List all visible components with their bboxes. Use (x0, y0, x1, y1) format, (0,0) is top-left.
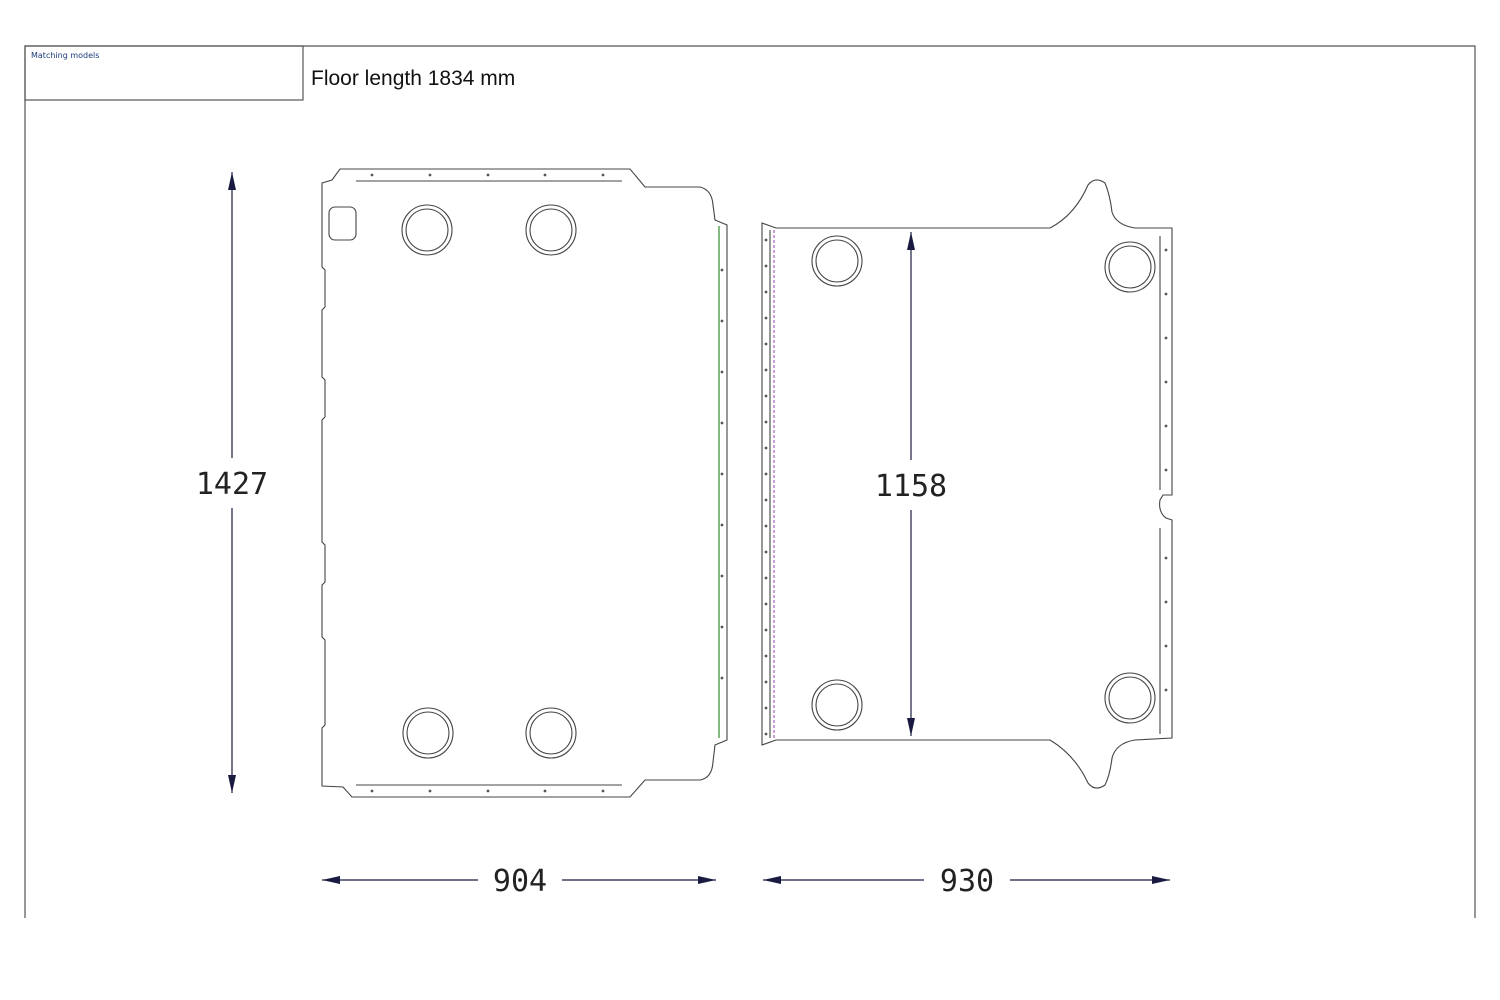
rivet-dot (370, 173, 374, 177)
rivet-dot (720, 421, 724, 425)
rivet-dot (764, 550, 768, 554)
hole (811, 679, 863, 731)
rivet-dot (764, 394, 768, 398)
matching-models-box (24, 45, 304, 101)
dimension-label-1427: 1427 (196, 467, 268, 502)
hole (1104, 241, 1156, 293)
hole-inner (529, 208, 573, 252)
rivet-dot (720, 370, 724, 374)
right-panel-outline (761, 179, 1173, 789)
arrow-left (322, 876, 340, 884)
rivet-dot (764, 576, 768, 580)
rivet-dot (370, 789, 374, 793)
rivet-dot (720, 472, 724, 476)
rivet-dot (1164, 292, 1168, 296)
hole-inner (1108, 245, 1152, 289)
rivet-dot (764, 654, 768, 658)
arrow-up (907, 232, 915, 250)
rivet-dot (720, 676, 724, 680)
dimension-930: 930 (763, 864, 1170, 899)
hole (525, 707, 577, 759)
dimension-label-1158: 1158 (875, 469, 947, 504)
hole-inner (405, 208, 449, 252)
arrow-right (1152, 876, 1170, 884)
rivet-dot (1164, 336, 1168, 340)
left-square-cutout (328, 206, 357, 241)
rivet-dot (720, 268, 724, 272)
dimension-label-904: 904 (493, 864, 547, 899)
rivet-dot (764, 368, 768, 372)
rivet-dot (764, 628, 768, 632)
rivet-dot (1164, 556, 1168, 560)
hole (525, 204, 577, 256)
rivet-dot (486, 173, 490, 177)
hole-inner (529, 711, 573, 755)
rivet-dot (1164, 644, 1168, 648)
dimension-label-930: 930 (940, 864, 994, 899)
dimension-1427: 1427 (196, 172, 268, 793)
rivet-dot (764, 316, 768, 320)
arrow-left (763, 876, 781, 884)
right-holes (811, 235, 1156, 731)
rivet-dot (1164, 380, 1168, 384)
hole (1104, 672, 1156, 724)
arrow-right (698, 876, 716, 884)
rivet-dot (543, 173, 547, 177)
rivet-dot (764, 420, 768, 424)
hole-inner (815, 239, 859, 283)
left-floor-panel (321, 168, 728, 798)
rivet-dot (764, 706, 768, 710)
left-rivet-dots (370, 173, 724, 793)
drawing-frame (24, 45, 1476, 918)
rivet-dot (764, 264, 768, 268)
arrow-down (907, 718, 915, 736)
hole-inner (406, 711, 450, 755)
rivet-dot (601, 789, 605, 793)
rivet-dot (764, 238, 768, 242)
left-holes (401, 204, 577, 759)
rivet-dot (1164, 424, 1168, 428)
arrow-down (228, 775, 236, 793)
rivet-dot (1164, 248, 1168, 252)
right-floor-panel (761, 179, 1173, 789)
dimension-1158: 1158 (875, 232, 947, 736)
rivet-dot (764, 342, 768, 346)
rivet-dot (543, 789, 547, 793)
arrow-up (228, 172, 236, 190)
rivet-dot (764, 524, 768, 528)
hole (402, 707, 454, 759)
rivet-dot (764, 680, 768, 684)
rivet-dot (720, 523, 724, 527)
rivet-dot (764, 602, 768, 606)
rivet-dot (764, 446, 768, 450)
rivet-dot (601, 173, 605, 177)
rivet-dot (764, 732, 768, 736)
hole (811, 235, 863, 287)
floor-length-title: Floor length 1834 mm (311, 67, 515, 90)
rivet-dot (764, 498, 768, 502)
rivet-dot (1164, 688, 1168, 692)
matching-models-label: Matching models (31, 51, 99, 60)
hole (401, 204, 453, 256)
rivet-dot (720, 319, 724, 323)
left-panel-outline (321, 168, 728, 798)
hole-inner (815, 683, 859, 727)
rivet-dot (720, 574, 724, 578)
dimension-904: 904 (322, 864, 716, 899)
right-rivet-dots (764, 238, 1168, 736)
rivet-dot (486, 789, 490, 793)
rivet-dot (720, 625, 724, 629)
rivet-dot (428, 789, 432, 793)
rivet-dot (1164, 468, 1168, 472)
rivet-dot (764, 290, 768, 294)
rivet-dot (1164, 600, 1168, 604)
rivet-dot (428, 173, 432, 177)
hole-inner (1108, 676, 1152, 720)
rivet-dot (764, 472, 768, 476)
